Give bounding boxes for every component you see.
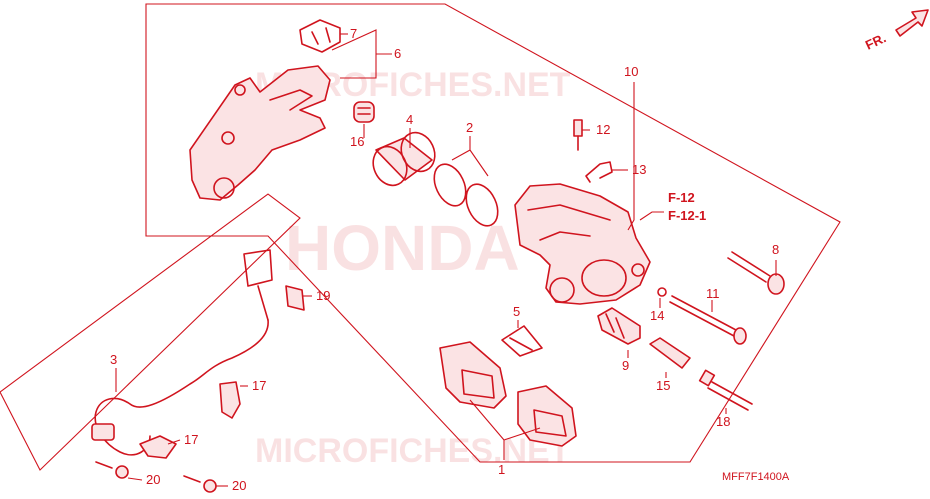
callout-13: 13 [632, 162, 646, 177]
callout-3: 3 [110, 352, 117, 367]
callout-11: 11 [706, 286, 720, 301]
callout-17-lower: 17 [184, 432, 198, 447]
callout-14: 14 [650, 308, 664, 323]
callout-17-upper: 17 [252, 378, 266, 393]
pad-spring-clip [299, 19, 341, 53]
o-ring [657, 287, 667, 297]
callout-9: 9 [622, 358, 629, 373]
callout-19: 19 [316, 288, 330, 303]
svg-text:FR.: FR. [863, 30, 888, 52]
brake-pad-set [439, 341, 577, 447]
piston-seal [433, 163, 467, 207]
callout-15: 15 [656, 378, 670, 393]
assembly-frame-lower [0, 193, 301, 471]
callout-18: 18 [716, 414, 730, 429]
caliper-bracket [189, 65, 331, 201]
dust-seal [465, 183, 499, 227]
callout-4: 4 [406, 112, 413, 127]
caliper-pin-bolt-8 [727, 251, 785, 295]
callout-20-left: 20 [146, 472, 160, 487]
callout-16: 16 [350, 134, 364, 149]
front-direction-arrow: FR. [863, 9, 929, 53]
wire-clamp-19 [285, 285, 305, 311]
bleeder-screw [573, 119, 583, 151]
wire-clamp-17a [219, 381, 241, 419]
sensor-bolt-20b [183, 475, 217, 493]
speed-sensor [91, 249, 273, 456]
watermark-bottom: MICROFICHES.NET [255, 432, 571, 470]
leader-lines [115, 29, 777, 487]
pin-boot [597, 307, 641, 345]
reference-f12: F-12 [668, 190, 695, 205]
callout-2: 2 [466, 120, 473, 135]
caliper-bolt-18 [698, 369, 753, 411]
reference-f12-1: F-12-1 [668, 208, 706, 223]
callout-5: 5 [513, 304, 520, 319]
drawing-code: MFF7F1400A [722, 471, 790, 483]
bleeder-cap [585, 161, 613, 183]
assembly-frame-upper [145, 3, 841, 463]
callout-20-right: 20 [232, 478, 246, 493]
caliper-body [514, 183, 651, 305]
wire-clamp-17b [139, 435, 177, 459]
watermark-center: HONDA [285, 212, 520, 284]
callout-6: 6 [394, 46, 401, 61]
sensor-bolt-20a [95, 461, 129, 479]
callout-10: 10 [624, 64, 638, 79]
callout-12: 12 [596, 122, 610, 137]
pad-spring [501, 325, 543, 357]
bracket-boot [353, 101, 375, 123]
caliper-piston [372, 131, 436, 187]
callout-8: 8 [772, 242, 779, 257]
callout-7: 7 [350, 26, 357, 41]
callout-1: 1 [498, 462, 505, 477]
pin-sleeve [649, 337, 691, 369]
pad-pin [669, 295, 747, 345]
